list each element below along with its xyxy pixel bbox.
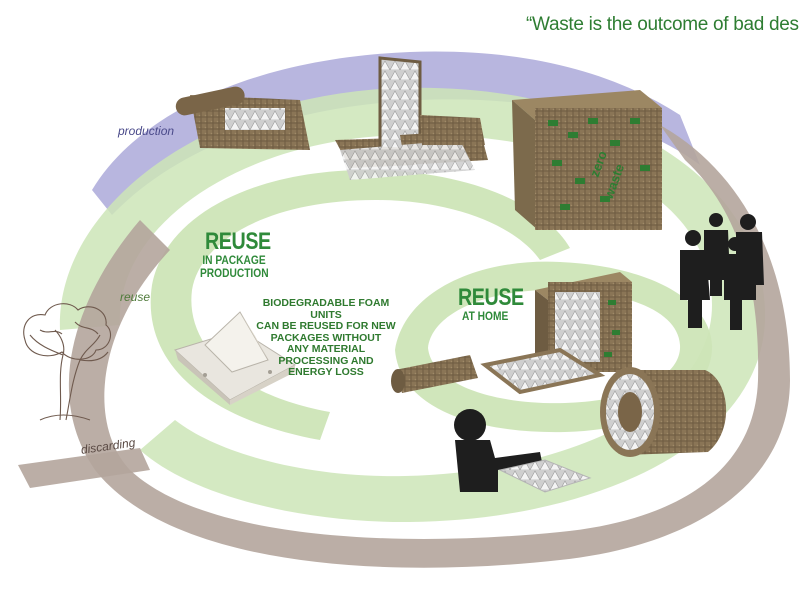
production-label: production — [118, 124, 175, 138]
foam-description-line: PACKAGES WITHOUT — [270, 331, 382, 344]
reuse-production-subtitle-line2: PRODUCTION — [200, 266, 269, 280]
reuse-home-subtitle: AT HOME — [462, 309, 509, 323]
tree-illustration — [23, 303, 112, 421]
reuse-production-subtitle: IN PACKAGE PRODUCTION — [200, 253, 269, 280]
foam-pyramid-unit — [174, 311, 296, 405]
foam-description-line: PROCESSING AND — [278, 354, 374, 367]
design-quote: “Waste is the outcome of bad design” — [526, 14, 800, 35]
foam-description-line: BIODEGRADABLE FOAM UNITS — [262, 297, 390, 321]
reuse-label: reuse — [120, 290, 151, 304]
foam-description-line: CAN BE REUSED FOR NEW — [256, 320, 396, 332]
foam-description: BIODEGRADABLE FOAM UNITS CAN BE REUSED F… — [256, 297, 396, 379]
foam-sheet — [498, 459, 592, 493]
small-burlap-roll — [391, 355, 478, 393]
reuse-production-subtitle-line1: IN PACKAGE — [202, 253, 266, 267]
unfolded-package — [335, 56, 488, 180]
burlap-roll-sheet — [175, 86, 310, 150]
discarding-arrow-tail — [18, 448, 150, 488]
rolled-package — [600, 367, 727, 457]
foam-description-line: ENERGY LOSS — [288, 366, 364, 378]
foam-description-line: ANY MATERIAL — [286, 343, 366, 355]
reuse-production-title: REUSE — [205, 228, 271, 255]
people-silhouettes — [680, 213, 764, 330]
open-box-home — [480, 272, 632, 395]
child-silhouette — [454, 409, 542, 492]
zero-waste-box: zero waste — [512, 90, 662, 230]
reuse-home-title: REUSE — [458, 284, 524, 311]
